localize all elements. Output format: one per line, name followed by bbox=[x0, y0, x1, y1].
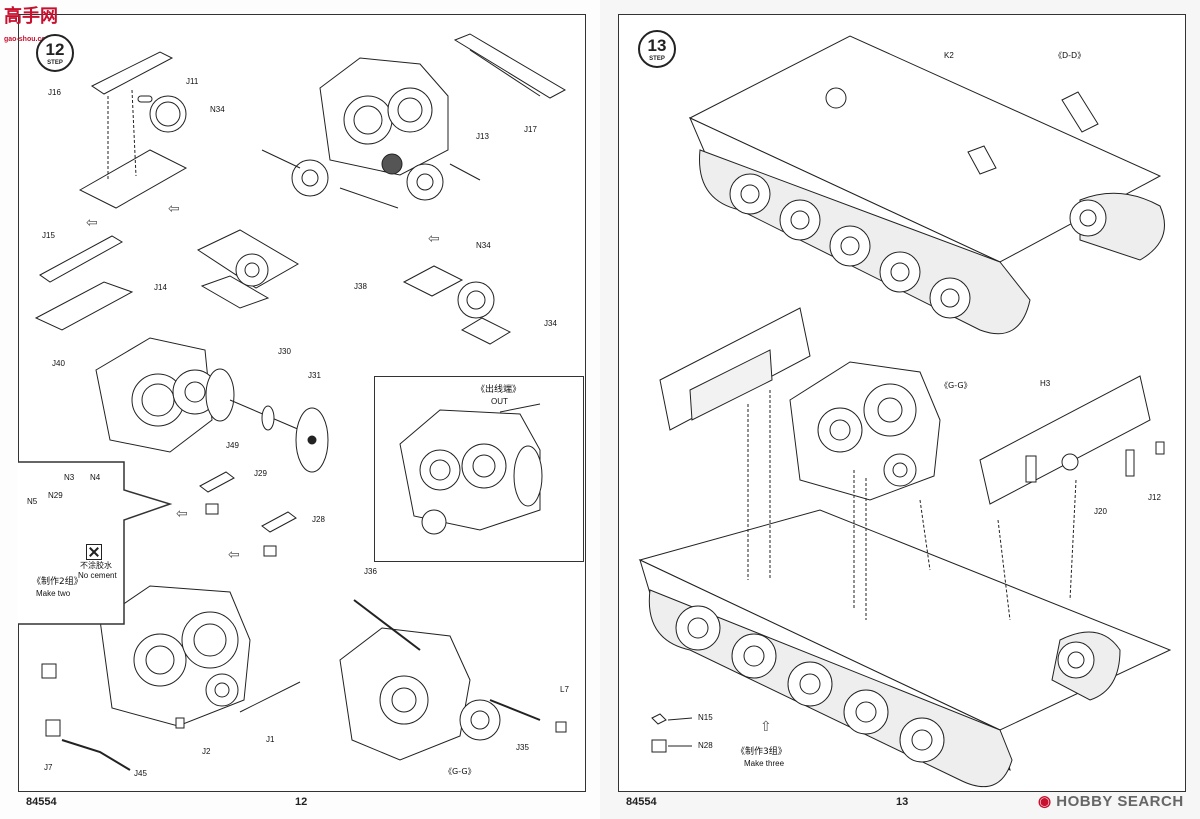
part-label: N34 bbox=[210, 105, 225, 114]
part-label: J31 bbox=[308, 371, 321, 380]
step-word: STEP bbox=[649, 56, 665, 62]
instruction-page-left: 高手网 gao-shou.com 12 STEP bbox=[0, 0, 600, 819]
part-label: J20 bbox=[1094, 507, 1107, 516]
make-two-cn: 《制作2组》 bbox=[32, 577, 83, 587]
part-label: J30 bbox=[278, 347, 291, 356]
part-label: J29 bbox=[254, 469, 267, 478]
part-label: N15 bbox=[698, 713, 713, 722]
part-label: J36 bbox=[364, 567, 377, 576]
no-cement-cn: 不涂胶水 bbox=[80, 561, 112, 570]
flow-arrow: ⇦ bbox=[86, 214, 98, 230]
step-number: 12 bbox=[45, 40, 65, 59]
watermark-logo-text: 高手网 bbox=[4, 6, 58, 27]
part-label: N5 bbox=[27, 497, 38, 506]
part-label: J2 bbox=[202, 747, 211, 756]
part-label: N29 bbox=[48, 491, 63, 500]
part-label: N3 bbox=[64, 473, 75, 482]
kit-code: 84554 bbox=[26, 796, 57, 808]
part-label: J7 bbox=[44, 763, 53, 772]
part-label: L7 bbox=[560, 685, 569, 694]
view-label-gg: 《G-G》 bbox=[940, 381, 972, 390]
part-label: J34 bbox=[544, 319, 557, 328]
no-cement-icon bbox=[86, 544, 102, 560]
page-number: 13 bbox=[896, 796, 909, 808]
part-label: J16 bbox=[48, 88, 61, 97]
callout-make-two-frame bbox=[18, 461, 173, 625]
step-badge-12: 12 STEP bbox=[36, 34, 74, 72]
flow-arrow: ⇦ bbox=[228, 546, 240, 562]
part-label: J28 bbox=[312, 515, 325, 524]
part-label: J49 bbox=[226, 441, 239, 450]
hobby-search-logo: ◉ HOBBY SEARCH bbox=[1038, 792, 1184, 810]
hobby-search-icon: ◉ bbox=[1038, 793, 1052, 810]
part-label: N4 bbox=[90, 473, 101, 482]
part-label: J11 bbox=[186, 77, 199, 86]
step-badge-13: 13 STEP bbox=[638, 30, 676, 68]
part-label: N28 bbox=[698, 741, 713, 750]
part-label: K2 bbox=[944, 51, 954, 60]
watermark-logo: 高手网 gao-shou.com bbox=[4, 2, 58, 46]
part-label: J1 bbox=[266, 735, 275, 744]
make-three-cn: 《制作3组》 bbox=[736, 747, 787, 757]
part-label: J38 bbox=[354, 282, 367, 291]
view-label-dd: 《D-D》 bbox=[1054, 51, 1086, 60]
part-label: J15 bbox=[42, 231, 55, 240]
flow-arrow: ⇦ bbox=[176, 505, 188, 521]
kit-code: 84554 bbox=[626, 796, 657, 808]
flow-arrow: ⇦ bbox=[168, 200, 180, 216]
page-number: 12 bbox=[295, 796, 308, 808]
step-number: 13 bbox=[647, 36, 667, 55]
instruction-page-right: 13 STEP bbox=[600, 0, 1200, 819]
hobby-search-text: HOBBY SEARCH bbox=[1056, 793, 1184, 810]
part-label: J45 bbox=[134, 769, 147, 778]
step-word: STEP bbox=[47, 60, 63, 66]
make-three-en: Make three bbox=[744, 759, 785, 768]
flow-arrow: ⇦ bbox=[428, 230, 440, 246]
watermark-logo-url: gao-shou.com bbox=[4, 36, 52, 43]
no-cement-en: No cement bbox=[78, 571, 117, 580]
part-label: N34 bbox=[476, 241, 491, 250]
flow-arrow: ⇧ bbox=[760, 718, 772, 734]
assembly-illustration-right bbox=[638, 35, 1172, 788]
part-label: J35 bbox=[516, 743, 529, 752]
callout-out-illustration bbox=[399, 403, 543, 535]
callout-out-en: OUT bbox=[491, 397, 508, 406]
make-two-en: Make two bbox=[36, 589, 71, 598]
part-label: J40 bbox=[52, 359, 65, 368]
view-label-gg: 《G-G》 bbox=[444, 767, 476, 776]
part-label: J13 bbox=[476, 132, 489, 141]
part-label: J17 bbox=[524, 125, 537, 134]
part-label: J14 bbox=[154, 283, 167, 292]
callout-out-cn: 《出线端》 bbox=[476, 385, 522, 395]
part-label: H3 bbox=[1040, 379, 1051, 388]
part-label: J12 bbox=[1148, 493, 1161, 502]
